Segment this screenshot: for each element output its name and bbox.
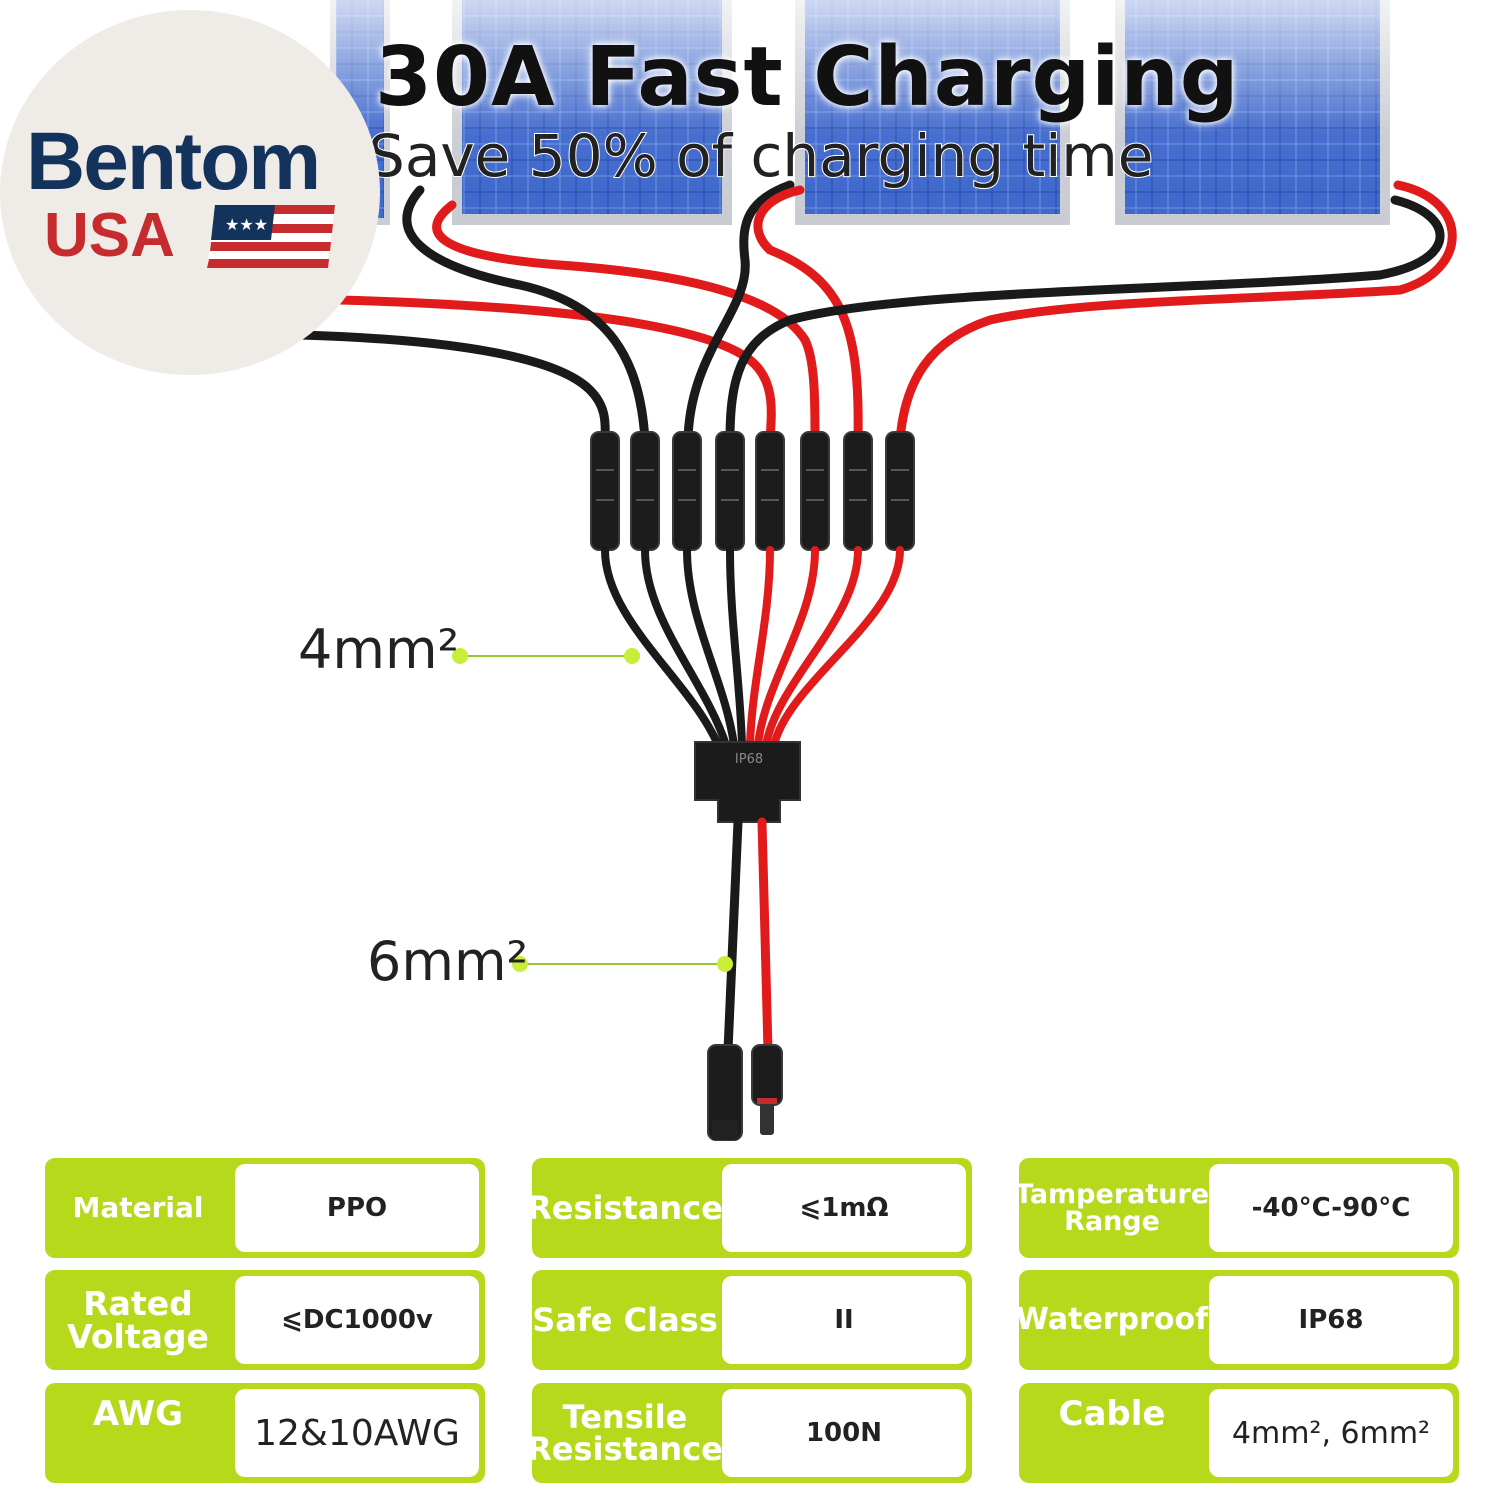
us-flag-icon: ★★★ <box>207 205 335 268</box>
spec-rated-voltage: Rated Voltage ⩽DC1000v <box>45 1270 485 1370</box>
spec-label: AWG <box>92 1394 184 1434</box>
trunk-black-cable <box>723 817 743 1055</box>
spec-value: 100N <box>722 1389 966 1477</box>
spec-label: Tensile Resistance <box>527 1398 723 1468</box>
page-title: 30A Fast Charging <box>375 30 1240 125</box>
page-subtitle: Save 50% of charging time <box>367 121 1154 191</box>
spec-label: Resistance <box>527 1189 723 1227</box>
spec-label: Tamperature Range <box>1014 1179 1210 1237</box>
spec-label: Material <box>72 1191 204 1224</box>
black-cable-1 <box>295 330 610 445</box>
spec-label: Waterproof <box>1015 1302 1209 1337</box>
brand-name: Bentom <box>26 116 321 207</box>
spec-label: Safe Class <box>532 1301 718 1339</box>
red-cable-2 <box>432 200 820 445</box>
brand-logo: Bentom USA ★★★ <box>0 10 380 375</box>
red-cable-1 <box>335 295 776 445</box>
junction-box <box>694 741 801 823</box>
spec-resistance: Resistance ⩽1mΩ <box>527 1158 972 1258</box>
spec-label: Cable <box>1058 1394 1166 1434</box>
spec-label: Rated Voltage <box>67 1284 209 1356</box>
black-cable-4 <box>725 195 1445 445</box>
spec-material: Material PPO <box>45 1158 485 1258</box>
spec-cable: Cable 4mm², 6mm² <box>1019 1383 1459 1483</box>
callout-6mm <box>512 956 733 972</box>
mc4-connector-1 <box>590 431 620 551</box>
mc4-connectors <box>590 431 915 551</box>
output-connector-male <box>751 1044 783 1106</box>
mc4-connector-6 <box>800 431 830 551</box>
spec-value: PPO <box>235 1164 479 1252</box>
mc4-connector-5 <box>755 431 785 551</box>
spec-temperature-range: Tamperature Range -40°C-90°C <box>1014 1158 1459 1258</box>
spec-value: 12&10AWG <box>235 1389 479 1477</box>
mc4-connector-4 <box>715 431 745 551</box>
branch-cables <box>295 180 1457 445</box>
spec-value: ⩽1mΩ <box>722 1164 966 1252</box>
svg-text:★★★: ★★★ <box>225 215 268 234</box>
mc4-connector-3 <box>672 431 702 551</box>
spec-value: IP68 <box>1209 1276 1453 1364</box>
red-cable-4 <box>895 180 1457 445</box>
black-cable-2 <box>402 185 650 445</box>
callout-4mm <box>452 648 640 664</box>
spec-tensile-resistance: Tensile Resistance 100N <box>527 1383 972 1483</box>
spec-value: 4mm², 6mm² <box>1209 1389 1453 1477</box>
spec-value: -40°C-90°C <box>1209 1164 1453 1252</box>
branch-cable-label: 4mm² <box>298 618 460 681</box>
brand-country: USA <box>44 201 175 270</box>
spec-value: ⩽DC1000v <box>235 1276 479 1364</box>
red-cable-3 <box>753 185 863 445</box>
spec-waterproof: Waterproof IP68 <box>1015 1270 1459 1370</box>
trunk-cable-label: 6mm² <box>367 930 529 993</box>
solar-panels <box>330 0 1400 225</box>
ip68-label: IP68 <box>735 752 763 767</box>
spec-value: II <box>722 1276 966 1364</box>
output-connectors <box>707 1044 783 1141</box>
mc4-connector-7 <box>843 431 873 551</box>
spec-awg: AWG 12&10AWG <box>45 1383 485 1483</box>
black-cable-3 <box>683 180 795 445</box>
spec-safe-class: Safe Class II <box>532 1270 972 1370</box>
mc4-connector-2 <box>630 431 660 551</box>
trunk-red-cable <box>757 817 773 1055</box>
mc4-connector-8 <box>885 431 915 551</box>
